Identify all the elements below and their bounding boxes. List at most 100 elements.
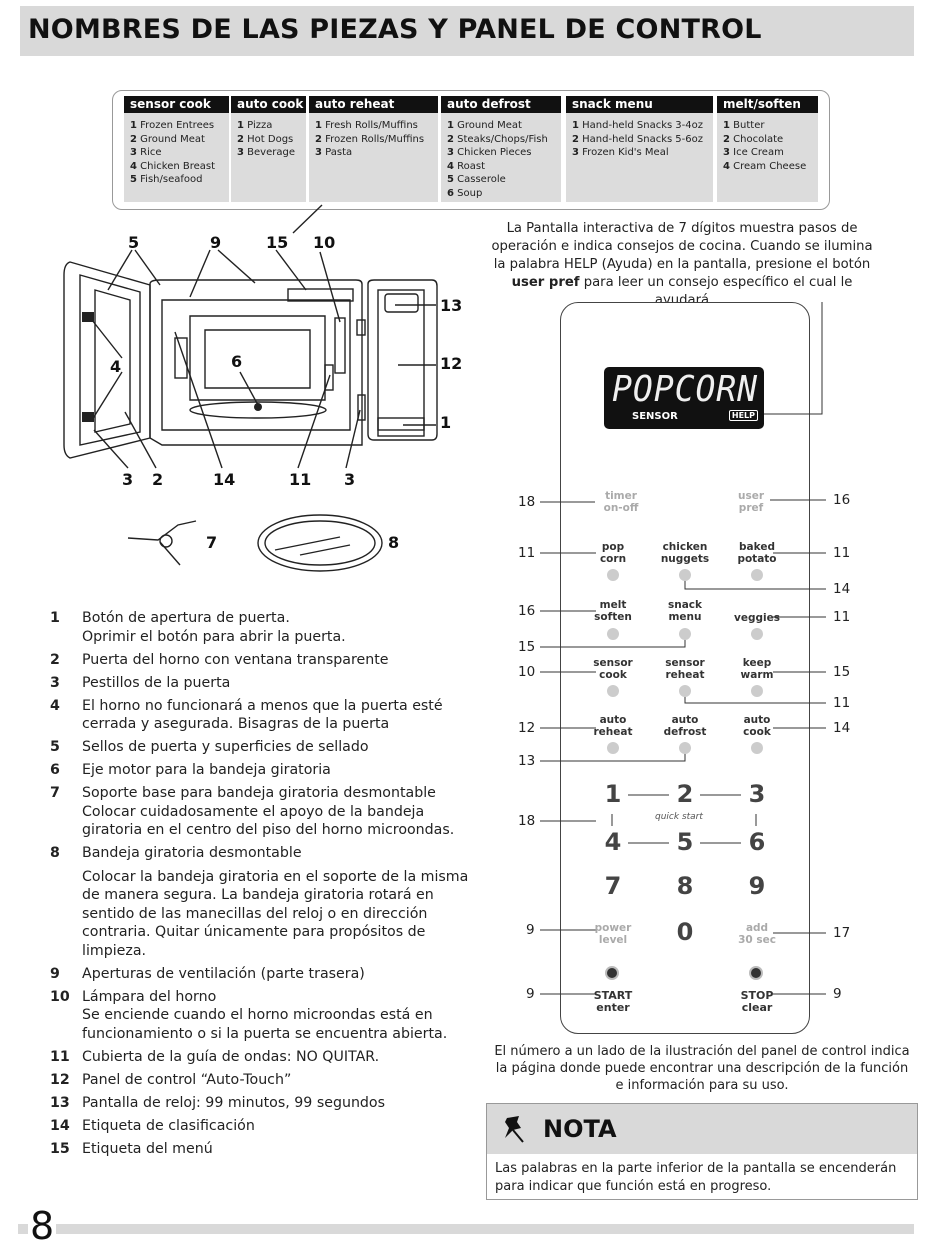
menu-item: 3 Chicken Pieces — [447, 147, 532, 158]
digit-4-button[interactable]: 4 — [604, 828, 622, 856]
page-ref: 16 — [833, 492, 851, 508]
chicken-indicator — [679, 569, 691, 581]
menu-item: 1 Pizza — [237, 120, 273, 131]
menu-item: 4 Chicken Breast — [130, 160, 216, 172]
menu-item: 2 Steaks/Chops/Fish — [447, 133, 548, 145]
menu-item: 1 Ground Meat — [447, 120, 522, 131]
lcd-help-indicator: HELP — [728, 410, 758, 421]
diagram-label-3b: 3 — [344, 470, 356, 489]
digit-6-button[interactable]: 6 — [748, 828, 766, 856]
digit-5-button[interactable]: 5 — [676, 828, 694, 856]
menu-column-header: auto reheat — [309, 96, 438, 113]
pushpin-icon — [505, 1116, 524, 1143]
microwave-diagram — [63, 204, 438, 572]
menu-column-header: sensor cook — [124, 96, 229, 113]
menu-item: 2 Ground Meat — [130, 133, 205, 145]
title-bar: NOMBRES DE LAS PIEZAS Y PANEL DE CONTROL — [20, 6, 914, 56]
menu-item: 5 Casserole — [447, 174, 506, 185]
page-ref: 9 — [526, 986, 535, 1002]
stop-indicator — [749, 966, 763, 980]
page-ref: 11 — [833, 545, 851, 561]
page-ref: 15 — [833, 664, 851, 680]
digit-1-button[interactable]: 1 — [604, 780, 622, 808]
auto-cook-indicator — [751, 742, 763, 754]
digit-3-button[interactable]: 3 — [748, 780, 766, 808]
diagram-label-13: 13 — [440, 296, 463, 315]
menu-item: 1 Butter — [723, 120, 765, 131]
menu-column-header: snack menu — [566, 96, 713, 113]
digit-8-button[interactable]: 8 — [676, 872, 694, 900]
menu-item: 4 Roast — [447, 160, 486, 172]
page-ref: 17 — [833, 925, 851, 941]
nota-header: NOTA — [487, 1104, 917, 1154]
lcd-sensor-indicator: SENSOR — [632, 411, 678, 422]
lcd-text: POPCORN — [612, 369, 759, 410]
menu-item: 2 Chocolate — [723, 133, 784, 145]
menu-column-header: auto cook — [231, 96, 306, 113]
diagram-label-9: 9 — [210, 233, 222, 252]
diagram-label-14: 14 — [213, 470, 236, 489]
start-indicator — [605, 966, 619, 980]
menu-item: 2 Hot Dogs — [237, 133, 294, 145]
page-ref: 18 — [518, 494, 536, 510]
menu-item: 3 Pasta — [315, 147, 353, 158]
menu-item: 2 Frozen Rolls/Muffins — [315, 133, 425, 145]
veggies-button[interactable]: veggies — [734, 612, 780, 624]
digit-9-button[interactable]: 9 — [748, 872, 766, 900]
digit-2-button[interactable]: 2 — [676, 780, 694, 808]
menu-item: 1 Fresh Rolls/Muffins — [315, 120, 418, 131]
diagram-label-11: 11 — [289, 470, 312, 489]
potato-indicator — [751, 569, 763, 581]
diagram-label-3: 3 — [122, 470, 134, 489]
menu-item: 5 Fish/seafood — [130, 174, 203, 185]
digit-7-button[interactable]: 7 — [604, 872, 622, 900]
page-ref: 14 — [833, 581, 851, 597]
menu-item: 3 Frozen Kid's Meal — [572, 147, 669, 158]
digit-0-button[interactable]: 0 — [676, 918, 694, 946]
diagram-label-4: 4 — [110, 357, 122, 376]
sensor-reheat-indicator — [679, 685, 691, 697]
page-ref: 11 — [833, 609, 851, 625]
quick-start-label: quick start — [655, 812, 703, 822]
diagram-label-2: 2 — [152, 470, 164, 489]
diagram-label-1: 1 — [440, 413, 452, 432]
diagram-label-7: 7 — [206, 533, 218, 552]
menu-item: 3 Ice Cream — [723, 147, 784, 158]
page-ref: 11 — [518, 545, 536, 561]
sensor-cook-indicator — [607, 685, 619, 697]
diagram-label-6: 6 — [231, 352, 243, 371]
auto-reheat-indicator — [607, 742, 619, 754]
nota-body: Las palabras en la parte inferior de la … — [495, 1161, 897, 1194]
diagram-label-5: 5 — [128, 233, 140, 252]
